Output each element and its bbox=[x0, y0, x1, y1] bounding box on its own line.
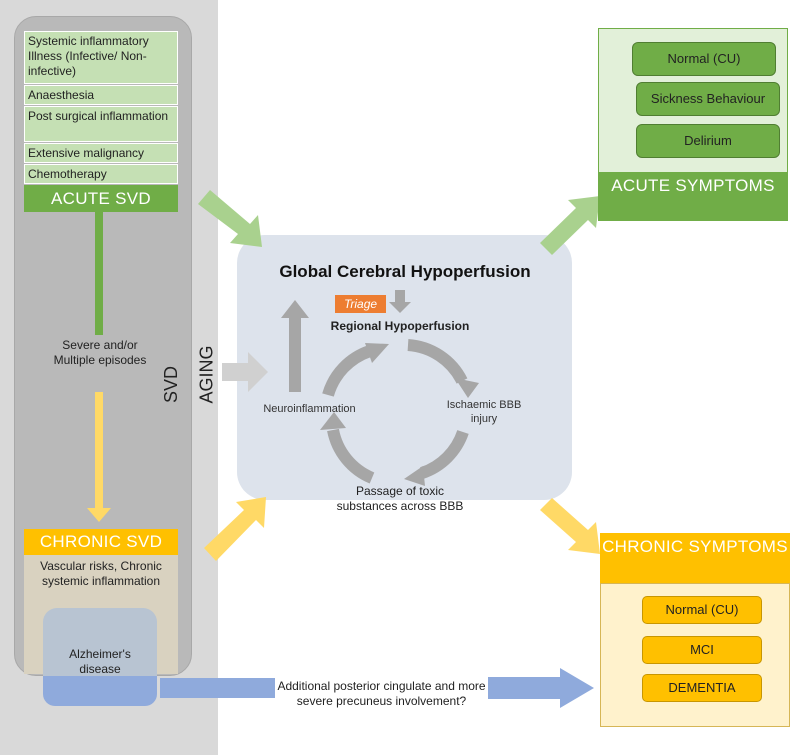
cycle-arc-1 bbox=[407, 339, 468, 384]
cycle-arc-4 bbox=[322, 345, 373, 397]
acute-symptom-delirium: Delirium bbox=[636, 124, 780, 158]
cycle-arc-2 bbox=[419, 429, 469, 479]
cycle-arrowhead-1 bbox=[455, 378, 479, 398]
alzheimers-label: Alzheimer's disease bbox=[69, 647, 131, 676]
chronic-to-cycle-arrow bbox=[204, 497, 266, 561]
factor-anaesthesia: Anaesthesia bbox=[24, 85, 178, 105]
alzheimers-arrow-right bbox=[488, 668, 594, 708]
alzheimers-arrow-left bbox=[160, 678, 275, 698]
episodes-down-arrow bbox=[87, 392, 111, 522]
triage-down-arrow bbox=[389, 290, 411, 313]
passage-toxic-label: Passage of toxic substances across BBB bbox=[336, 484, 464, 513]
neuroinflammation-up-arrow bbox=[281, 300, 309, 392]
cycle-arc-3 bbox=[327, 428, 375, 484]
neuroinflammation-label: Neuroinflammation bbox=[263, 403, 356, 415]
cycle-arrowhead-3 bbox=[320, 412, 346, 430]
acute-symptom-sickness-behaviour: Sickness Behaviour bbox=[636, 82, 780, 116]
posterior-involvement-note: Additional posterior cingulate and more … bbox=[277, 679, 486, 708]
regional-hypoperfusion-label: Regional Hypoperfusion bbox=[330, 319, 470, 333]
ischaemic-bbb-label: Ischaemic BBB injury bbox=[446, 399, 522, 425]
acute-symptom-normal: Normal (CU) bbox=[632, 42, 776, 76]
chronic-symptom-normal: Normal (CU) bbox=[642, 596, 762, 624]
factor-extensive-malignancy: Extensive malignancy bbox=[24, 143, 178, 163]
acute-to-cycle-arrow bbox=[198, 190, 262, 247]
chronic-svd-factors: Vascular risks, Chronic systemic inflamm… bbox=[40, 559, 162, 588]
alzheimers-box-upper bbox=[43, 608, 157, 676]
acute-to-chronic-line bbox=[95, 212, 103, 335]
factor-post-surgical-inflammation: Post surgical inflammation bbox=[24, 106, 178, 142]
aging-arrow bbox=[222, 352, 268, 392]
cycle-arrowhead-2 bbox=[404, 466, 425, 486]
acute-svd-header: ACUTE SVD bbox=[24, 185, 178, 212]
acute-symptoms-header: ACUTE SYMPTOMS bbox=[598, 173, 788, 221]
chronic-svd-header: CHRONIC SVD bbox=[24, 529, 178, 555]
cycle-title: Global Cerebral Hypoperfusion bbox=[279, 262, 531, 281]
chronic-symptoms-header: CHRONIC SYMPTOMS bbox=[600, 533, 790, 583]
cycle-arrowhead-4 bbox=[365, 343, 389, 363]
cycle-to-acute-symptoms-arrow bbox=[540, 196, 600, 255]
factor-chemotherapy: Chemotherapy bbox=[24, 164, 178, 184]
triage-tag: Triage bbox=[335, 295, 386, 313]
cycle-to-chronic-symptoms-arrow bbox=[540, 498, 600, 554]
chronic-symptom-mci: MCI bbox=[642, 636, 762, 664]
chronic-symptom-dementia: DEMENTIA bbox=[642, 674, 762, 702]
transition-label: Severe and/or Multiple episodes bbox=[53, 338, 147, 367]
factor-systemic-inflammatory-illness: Systemic inflammatory Illness (Infective… bbox=[24, 31, 178, 84]
